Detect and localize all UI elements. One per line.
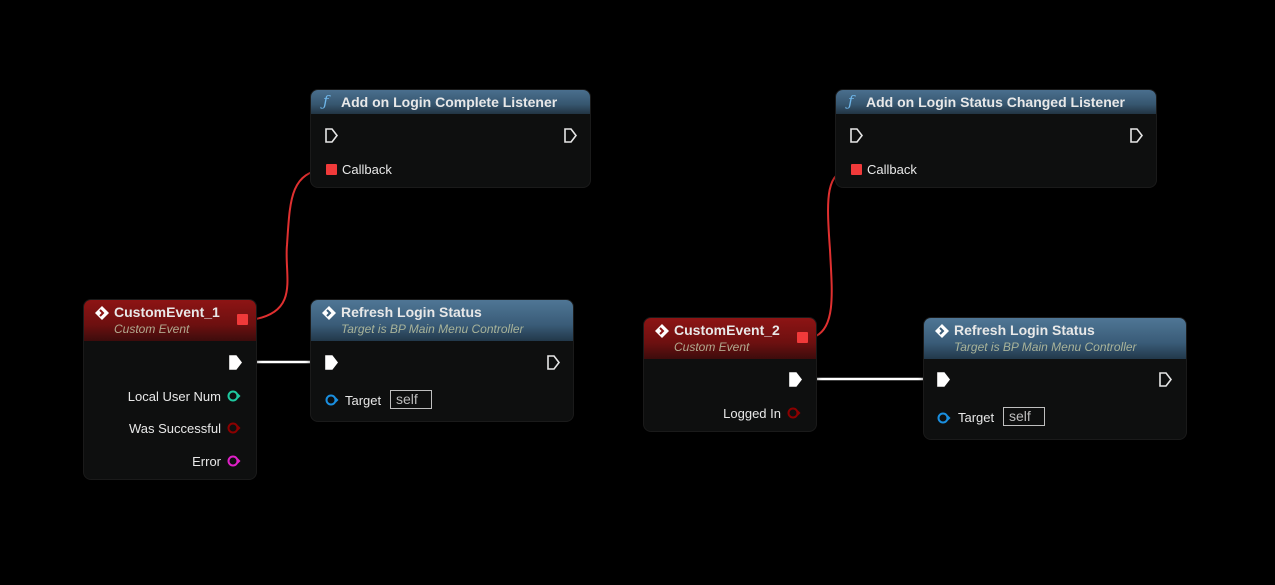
event-icon	[655, 324, 669, 338]
call-function-icon	[935, 324, 949, 338]
bool-pin-icon[interactable]	[227, 422, 241, 434]
exec-out-pin-icon[interactable]	[1159, 372, 1172, 387]
exec-out-pin-icon[interactable]	[1130, 128, 1143, 143]
event-icon	[95, 306, 109, 320]
exec-in-pin-icon[interactable]	[937, 372, 950, 387]
target-pin-label: Target	[345, 393, 382, 408]
node-header: ƒ Add on Login Complete Listener	[311, 90, 590, 114]
bool-pin-icon[interactable]	[787, 407, 801, 419]
target-pin-label: Target	[958, 410, 995, 425]
call-function-icon	[322, 306, 336, 320]
logged-in-label: Logged In	[723, 406, 781, 421]
node-subtitle: Target is BP Main Menu Controller	[954, 340, 1137, 354]
exec-out-pin-icon[interactable]	[229, 355, 242, 370]
node-title: Add on Login Complete Listener	[341, 94, 558, 110]
target-self-input[interactable]: self	[1003, 407, 1045, 426]
node-subtitle: Target is BP Main Menu Controller	[341, 322, 524, 336]
exec-in-pin-icon[interactable]	[325, 355, 338, 370]
exec-in-pin-icon[interactable]	[850, 128, 863, 143]
node-custom-event-1[interactable]: CustomEvent_1 Custom Event Local User Nu…	[84, 300, 256, 479]
node-header: CustomEvent_1 Custom Event	[84, 300, 256, 341]
node-custom-event-2[interactable]: CustomEvent_2 Custom Event Logged In	[644, 318, 816, 431]
callback-pin-label: Callback	[867, 162, 917, 177]
local-user-num-label: Local User Num	[127, 389, 221, 404]
delegate-wire-2	[815, 168, 852, 337]
exec-out-pin-icon[interactable]	[547, 355, 560, 370]
callback-pin-label: Callback	[342, 162, 392, 177]
delegate-out-pin-icon[interactable]	[797, 332, 808, 343]
node-add-on-login-status-changed-listener[interactable]: ƒ Add on Login Status Changed Listener C…	[836, 90, 1156, 187]
node-refresh-login-status-2[interactable]: Refresh Login Status Target is BP Main M…	[924, 318, 1186, 439]
string-pin-icon[interactable]	[227, 455, 241, 467]
node-title: CustomEvent_2	[674, 322, 780, 338]
node-title: Refresh Login Status	[954, 322, 1095, 338]
node-refresh-login-status-1[interactable]: Refresh Login Status Target is BP Main M…	[311, 300, 573, 421]
target-self-input[interactable]: self	[390, 390, 432, 409]
integer-pin-icon[interactable]	[227, 390, 241, 402]
node-subtitle: Custom Event	[114, 322, 190, 336]
function-icon: ƒ	[848, 92, 854, 110]
node-title: CustomEvent_1	[114, 304, 220, 320]
node-header: Refresh Login Status Target is BP Main M…	[311, 300, 573, 341]
delegate-pin-icon[interactable]	[326, 164, 337, 175]
delegate-wire-1	[255, 168, 327, 320]
object-pin-icon[interactable]	[325, 394, 339, 406]
exec-out-pin-icon[interactable]	[789, 372, 802, 387]
function-icon: ƒ	[323, 92, 329, 110]
node-title: Refresh Login Status	[341, 304, 482, 320]
object-pin-icon[interactable]	[937, 412, 951, 424]
node-header: Refresh Login Status Target is BP Main M…	[924, 318, 1186, 359]
error-label: Error	[192, 454, 221, 469]
node-header: CustomEvent_2 Custom Event	[644, 318, 816, 359]
node-header: ƒ Add on Login Status Changed Listener	[836, 90, 1156, 114]
exec-out-pin-icon[interactable]	[564, 128, 577, 143]
delegate-out-pin-icon[interactable]	[237, 314, 248, 325]
was-successful-label: Was Successful	[129, 421, 221, 436]
node-add-on-login-complete-listener[interactable]: ƒ Add on Login Complete Listener Callbac…	[311, 90, 590, 187]
delegate-pin-icon[interactable]	[851, 164, 862, 175]
node-title: Add on Login Status Changed Listener	[866, 94, 1125, 110]
node-subtitle: Custom Event	[674, 340, 750, 354]
exec-in-pin-icon[interactable]	[325, 128, 338, 143]
